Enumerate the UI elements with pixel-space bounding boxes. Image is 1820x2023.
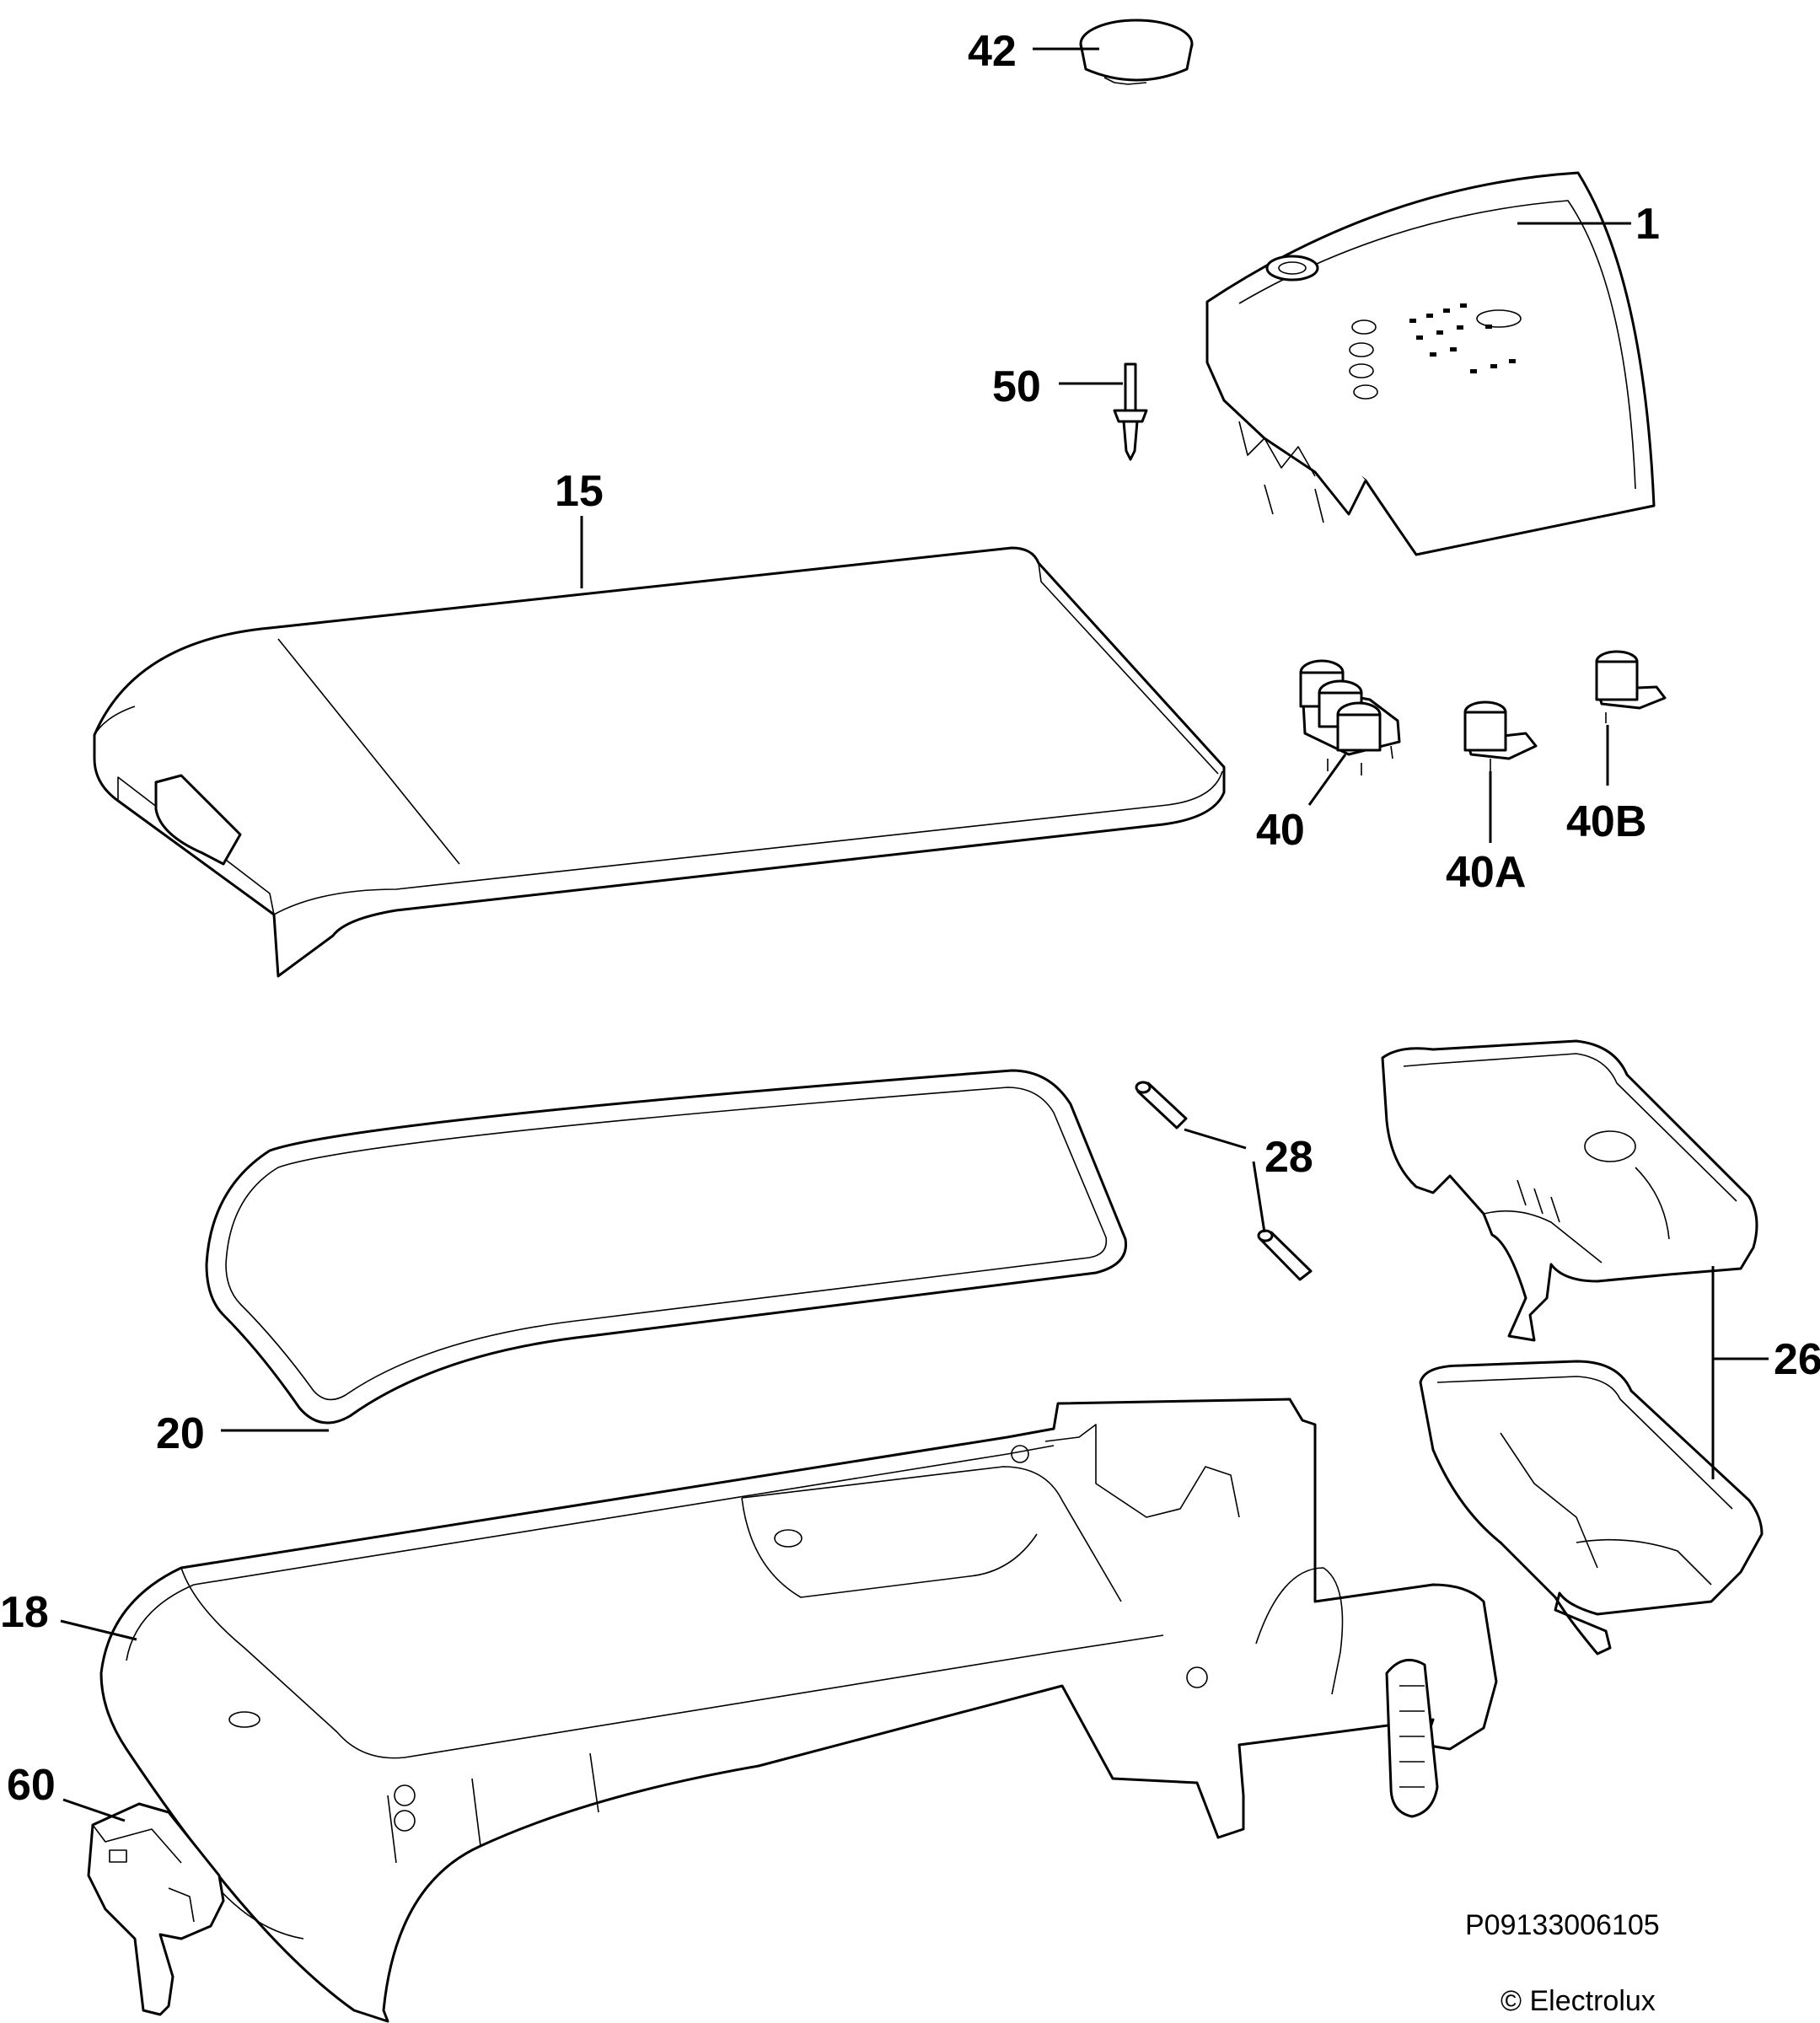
part-1-control-panel	[1205, 171, 1656, 556]
label-20: 20	[156, 1409, 205, 1458]
label-40a: 40A	[1446, 848, 1526, 897]
label-18: 18	[0, 1588, 49, 1637]
label-40b: 40B	[1566, 797, 1646, 846]
part-42-knob	[1079, 19, 1194, 85]
part-26-dispenser-lower	[1419, 1360, 1764, 1655]
label-15: 15	[555, 467, 604, 516]
part-28-pins	[1135, 1081, 1313, 1281]
label-60: 60	[7, 1761, 56, 1810]
part-15-lid	[93, 546, 1226, 978]
part-40a-button	[1463, 700, 1538, 771]
leader-18	[60, 1619, 137, 1641]
part-40-button-block	[1299, 659, 1401, 775]
part-18-housing	[99, 1398, 1498, 2023]
label-28: 28	[1264, 1133, 1313, 1182]
label-1: 1	[1635, 200, 1660, 249]
label-42: 42	[968, 27, 1017, 76]
label-26: 26	[1774, 1335, 1820, 1384]
part-60-door-lock	[87, 1802, 225, 2016]
part-40b-button	[1595, 650, 1667, 723]
part-20-seal	[205, 1069, 1128, 1425]
label-40: 40	[1256, 806, 1305, 855]
copyright-notice: © Electrolux	[1501, 1985, 1656, 2017]
drawing-number: P09133006105	[1465, 1909, 1660, 1941]
label-50: 50	[992, 362, 1041, 411]
leader-28	[1184, 1128, 1266, 1233]
part-50-pin	[1113, 362, 1148, 461]
leader-40	[1307, 754, 1347, 806]
part-26-dispenser-upper	[1381, 1039, 1758, 1342]
leader-60	[62, 1798, 126, 1822]
